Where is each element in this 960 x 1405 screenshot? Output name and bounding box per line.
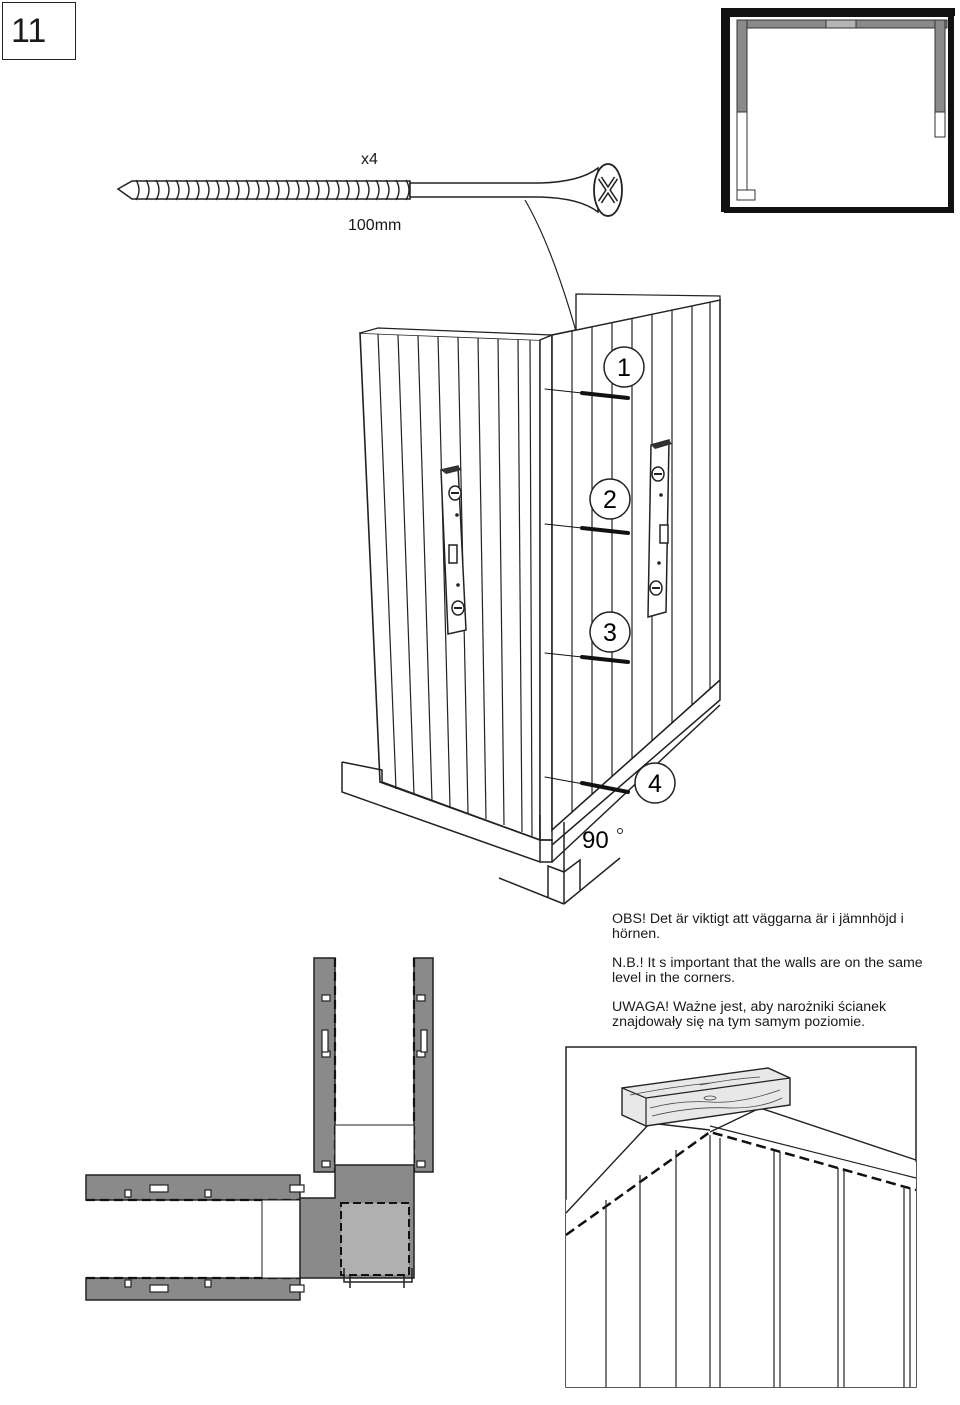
right-angle-marker [498, 822, 621, 905]
spirit-level-left [440, 465, 467, 635]
degree-symbol [617, 828, 623, 834]
note-english: N.B.! It s important that the walls are … [612, 955, 923, 986]
note-polish: UWAGA! Ważne jest, aby narożniki ścianek… [612, 999, 887, 1030]
screw-quantity-label: x4 [361, 151, 378, 168]
step-number: 11 [2, 2, 76, 60]
wall-corner-assembly: 1 2 3 4 90 [341, 293, 721, 905]
instruction-notes: OBS! Det är viktigt att väggarna är i jä… [612, 912, 932, 1044]
screw-position-markers: 1 2 3 4 [589, 346, 676, 804]
screw-illustration [116, 163, 623, 393]
corner-cross-section [85, 957, 434, 1301]
floor-plan-diagram [721, 8, 955, 213]
spirit-level-right [647, 439, 672, 618]
position-marker-2: 2 [603, 486, 617, 514]
angle-label: 90 [582, 827, 609, 854]
position-marker-1: 1 [617, 354, 631, 382]
position-marker-4: 4 [648, 770, 662, 798]
corner-detail-view [565, 1046, 917, 1388]
position-marker-3: 3 [603, 619, 617, 647]
note-swedish: OBS! Det är viktigt att väggarna är i jä… [612, 911, 904, 942]
screw-length-label: 100mm [348, 217, 402, 234]
inserted-screws [544, 388, 630, 794]
